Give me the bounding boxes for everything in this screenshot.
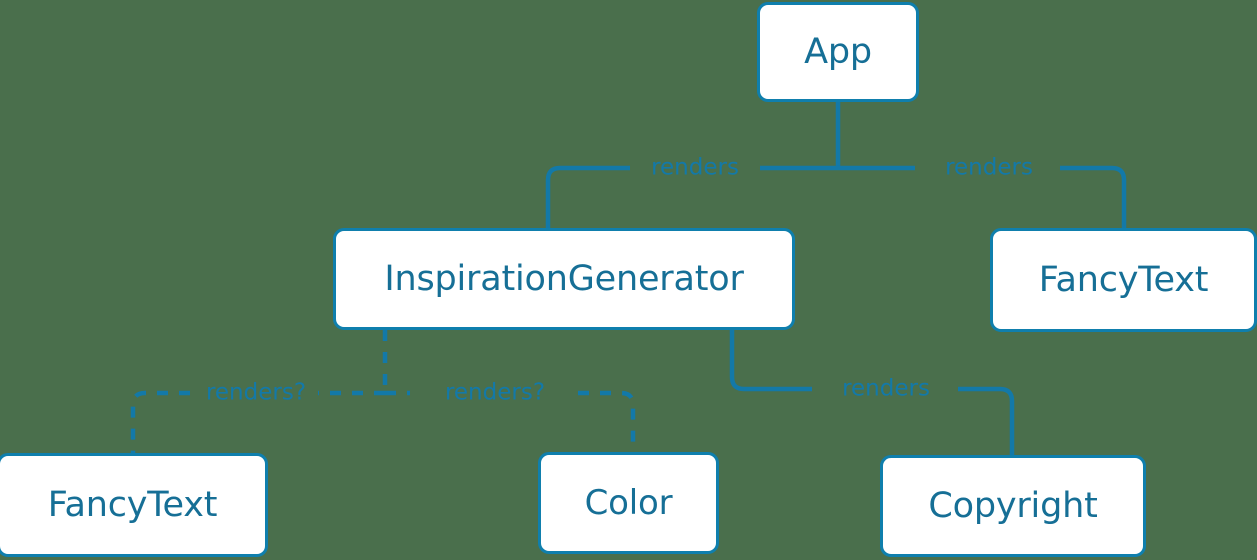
- edge-label-inspiration-copyright: renders: [842, 375, 930, 402]
- node-fancytext-bottom[interactable]: FancyText: [0, 453, 268, 557]
- node-color-label: Color: [584, 483, 673, 523]
- node-fancytext-top-label: FancyText: [1038, 259, 1209, 300]
- edge-inspiration-to-copyright-a: [729, 330, 812, 392]
- node-fancytext-top[interactable]: FancyText: [990, 228, 1257, 332]
- edge-label-inspiration-color: renders?: [444, 379, 546, 406]
- edge-inspiration-to-fancytext-b: [130, 390, 190, 453]
- node-copyright-label: Copyright: [928, 485, 1098, 526]
- node-inspiration-generator[interactable]: InspirationGenerator: [333, 228, 795, 330]
- edge-label-app-inspiration: renders: [651, 154, 739, 181]
- edge-label-inspiration-fancytext: renders?: [205, 379, 307, 406]
- edge-app-to-fancytext-b: [1060, 165, 1127, 228]
- edge-app-to-inspiration-b: [545, 165, 630, 228]
- node-fancytext-bottom-label: FancyText: [47, 484, 218, 525]
- edge-label-app-fancytext: renders: [945, 154, 1033, 181]
- node-inspiration-generator-label: InspirationGenerator: [384, 258, 744, 299]
- node-app-label: App: [804, 31, 872, 72]
- node-color[interactable]: Color: [538, 452, 719, 554]
- node-copyright[interactable]: Copyright: [880, 455, 1146, 557]
- edge-inspiration-to-color-b: [578, 390, 636, 452]
- node-app[interactable]: App: [757, 2, 919, 102]
- edge-inspiration-to-copyright-b: [958, 386, 1015, 455]
